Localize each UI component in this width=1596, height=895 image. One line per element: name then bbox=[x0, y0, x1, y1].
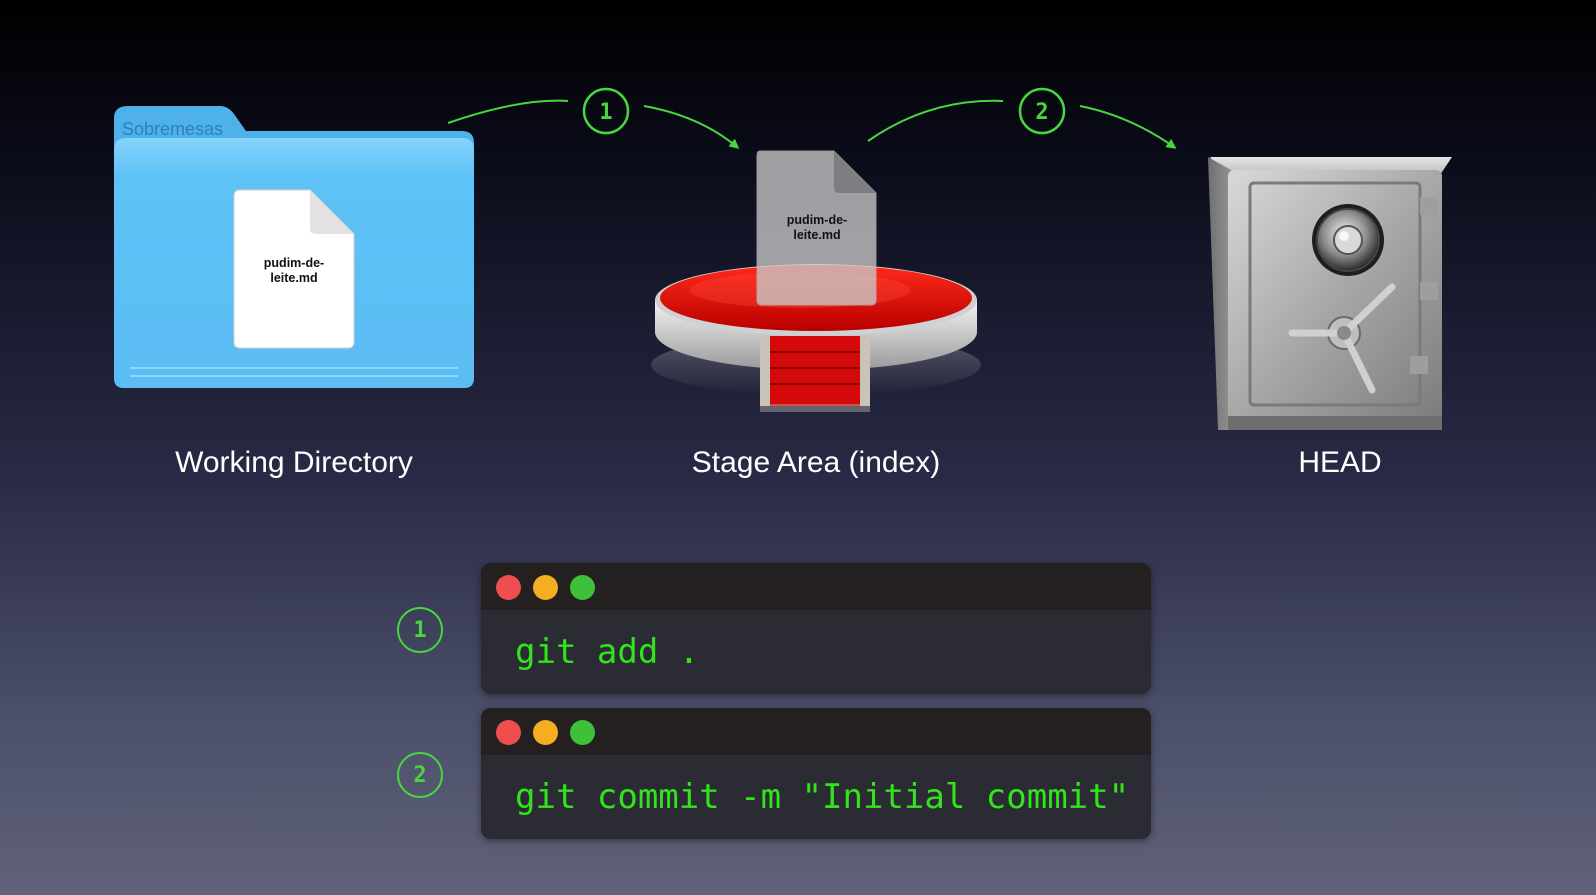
arrow-step-2-badge bbox=[1018, 87, 1066, 135]
arrow-step-1: 1 bbox=[447, 87, 740, 149]
arrow-step-1-number: 1 bbox=[599, 100, 612, 125]
file-icon: pudim-de- leite.md bbox=[233, 189, 355, 349]
staged-file-name-line1: pudim-de- bbox=[787, 213, 847, 227]
command-step-1-badge: 1 bbox=[397, 607, 443, 653]
minimize-window-icon[interactable] bbox=[533, 575, 558, 600]
staged-file-icon: pudim-de- leite.md bbox=[756, 150, 877, 306]
terminal-titlebar bbox=[481, 708, 1151, 755]
safe-handle-icon bbox=[1288, 283, 1396, 394]
terminal-command[interactable]: git add . bbox=[481, 610, 1151, 694]
arrow-step-1-badge bbox=[582, 87, 630, 135]
minimize-window-icon[interactable] bbox=[533, 720, 558, 745]
working-directory-label: Working Directory bbox=[175, 446, 413, 479]
maximize-window-icon[interactable] bbox=[570, 575, 595, 600]
file-name-line1: pudim-de- bbox=[264, 256, 324, 270]
terminal-command[interactable]: git commit -m "Initial commit" bbox=[481, 755, 1151, 839]
staged-file-name-line2: leite.md bbox=[793, 228, 840, 242]
folder-name: Sobremesas bbox=[122, 119, 223, 139]
command-step-2-badge: 2 bbox=[397, 752, 443, 798]
arrow-step-2: 2 bbox=[867, 87, 1177, 149]
combination-dial-icon bbox=[1312, 204, 1384, 276]
maximize-window-icon[interactable] bbox=[570, 720, 595, 745]
arrow-step-2-number: 2 bbox=[1035, 100, 1048, 125]
terminal-titlebar bbox=[481, 563, 1151, 610]
terminal-window-1: git add . bbox=[481, 563, 1151, 694]
stage-area-label: Stage Area (index) bbox=[691, 446, 941, 479]
head-label: HEAD bbox=[1298, 446, 1382, 479]
close-window-icon[interactable] bbox=[496, 575, 521, 600]
file-name-line2: leite.md bbox=[270, 271, 317, 285]
terminal-window-2: git commit -m "Initial commit" bbox=[481, 708, 1151, 839]
safe-icon bbox=[1208, 157, 1452, 430]
close-window-icon[interactable] bbox=[496, 720, 521, 745]
